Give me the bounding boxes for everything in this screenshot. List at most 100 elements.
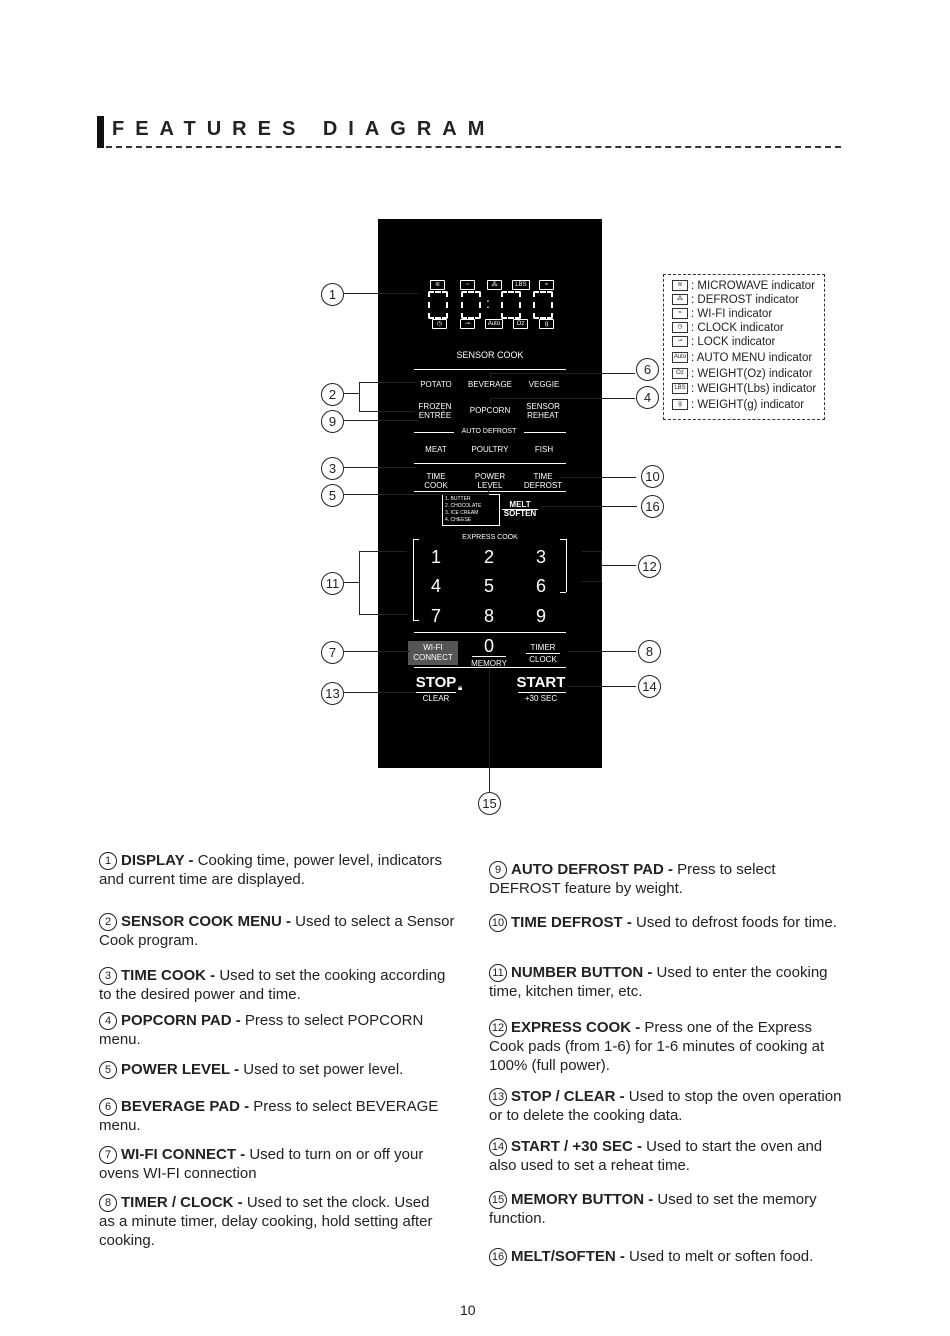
oz-icon: Oz xyxy=(672,368,688,380)
frozen-entree-button[interactable]: FROZEN ENTRÉE xyxy=(418,402,452,420)
sensor-cook-label: SENSOR COOK xyxy=(456,350,524,360)
description-title: NUMBER BUTTON - xyxy=(511,964,653,981)
description-text: Cooking time, power level, indicators an… xyxy=(99,852,442,888)
callout-line-13 xyxy=(344,692,416,694)
microwave-icon: ≋ xyxy=(672,280,688,292)
power-level-button[interactable]: POWER LEVEL xyxy=(474,472,506,490)
legend-item: : LOCK indicator xyxy=(691,336,776,348)
meat-button[interactable]: MEAT xyxy=(425,445,447,454)
number-button-2[interactable]: 2 xyxy=(483,547,494,567)
description-number: 7 xyxy=(99,1146,117,1164)
heading-divider xyxy=(106,146,841,148)
timer-clock-button[interactable]: TIMER CLOCK xyxy=(529,643,557,664)
wifi-connect-button[interactable]: WI-FI CONNECT xyxy=(408,641,458,665)
number-button-0[interactable]: 0 xyxy=(483,636,494,656)
stop-button[interactable]: STOP xyxy=(415,674,457,691)
description-text: Used to set the memory function. xyxy=(489,1191,817,1227)
callout-line-11 xyxy=(359,614,407,616)
popcorn-button[interactable]: POPCORN xyxy=(469,406,511,415)
description-title: TIME COOK - xyxy=(121,967,216,984)
callout-line-5 xyxy=(344,494,488,496)
bracket-left xyxy=(413,539,414,620)
callout-line-5 xyxy=(488,485,490,495)
description-text: Used to enter the cooking time, kitchen … xyxy=(489,964,828,1000)
number-button-8[interactable]: 8 xyxy=(483,606,494,626)
callout-12: 12 xyxy=(638,555,661,578)
callout-line-6 xyxy=(490,373,492,379)
callout-line-16 xyxy=(541,506,637,508)
legend-item: : WEIGHT(Lbs) indicator xyxy=(691,383,817,395)
number-button-7[interactable]: 7 xyxy=(430,606,441,626)
bracket-left xyxy=(413,620,419,621)
clear-label: CLEAR xyxy=(422,694,450,703)
number-button-4[interactable]: 4 xyxy=(430,576,441,596)
number-button-9[interactable]: 9 xyxy=(535,606,546,626)
melt-soften-button[interactable]: MELT SOFTEN xyxy=(503,500,537,518)
page-title: FEATURES DIAGRAM xyxy=(112,118,496,140)
display-digit-2 xyxy=(461,291,481,319)
memory-label: MEMORY xyxy=(471,659,507,668)
description-number: 8 xyxy=(99,1194,117,1212)
description-text: Press one of the Express Cook pads (from… xyxy=(489,1019,825,1074)
description-title: STOP / CLEAR - xyxy=(511,1088,625,1105)
description-title: SENSOR COOK MENU - xyxy=(121,913,292,930)
description-number: 15 xyxy=(489,1191,507,1209)
description-number: 3 xyxy=(99,967,117,985)
lbs-icon: LBS xyxy=(672,383,688,395)
description-number: 16 xyxy=(489,1248,507,1266)
description-text: Used to set the clock. Used as a minute … xyxy=(99,1194,433,1249)
number-button-6[interactable]: 6 xyxy=(535,576,546,596)
divider xyxy=(526,653,560,654)
description-number: 14 xyxy=(489,1138,507,1156)
callout-3: 3 xyxy=(321,457,344,480)
auto-indicator: Auto xyxy=(485,319,503,329)
description-number: 2 xyxy=(99,913,117,931)
number-button-1[interactable]: 1 xyxy=(430,547,441,567)
number-button-3[interactable]: 3 xyxy=(535,547,546,567)
callout-line-4 xyxy=(490,398,492,404)
callout-line-1 xyxy=(344,293,418,295)
legend-item: : WI-FI indicator xyxy=(691,308,773,320)
bracket-right xyxy=(566,539,567,592)
beverage-button[interactable]: BEVERAGE xyxy=(467,380,512,389)
description-number: 1 xyxy=(99,852,117,870)
display-digit-3 xyxy=(501,291,521,319)
start-button[interactable]: START xyxy=(516,674,566,691)
veggie-button[interactable]: VEGGIE xyxy=(528,380,560,389)
divider xyxy=(414,432,454,433)
legend-item: : DEFROST indicator xyxy=(691,294,799,306)
description-number: 6 xyxy=(99,1098,117,1116)
divider xyxy=(414,463,566,464)
callout-line-2 xyxy=(344,393,359,395)
fish-button[interactable]: FISH xyxy=(534,445,554,454)
number-button-5[interactable]: 5 xyxy=(483,576,494,596)
sensor-reheat-button[interactable]: SENSOR REHEAT xyxy=(526,402,560,420)
potato-button[interactable]: POTATO xyxy=(420,380,452,389)
defrost-icon: ⁂ xyxy=(487,280,502,290)
lock-icon: ⊸ xyxy=(460,319,475,329)
time-defrost-button[interactable]: TIME DEFROST xyxy=(523,472,563,490)
wifi-icon: ≈ xyxy=(539,280,554,290)
bracket-right xyxy=(560,539,566,540)
description-title: MEMORY BUTTON - xyxy=(511,1191,654,1208)
legend-item: : AUTO MENU indicator xyxy=(691,352,813,364)
callout-line-3 xyxy=(344,467,416,469)
poultry-button[interactable]: POULTRY xyxy=(471,445,509,454)
page-number: 10 xyxy=(460,1302,476,1318)
callout-10: 10 xyxy=(641,465,664,488)
g-indicator: g xyxy=(539,319,554,329)
divider xyxy=(472,656,506,657)
auto-menu-icon: Auto xyxy=(672,352,688,364)
time-cook-button[interactable]: TIME COOK xyxy=(424,472,448,490)
